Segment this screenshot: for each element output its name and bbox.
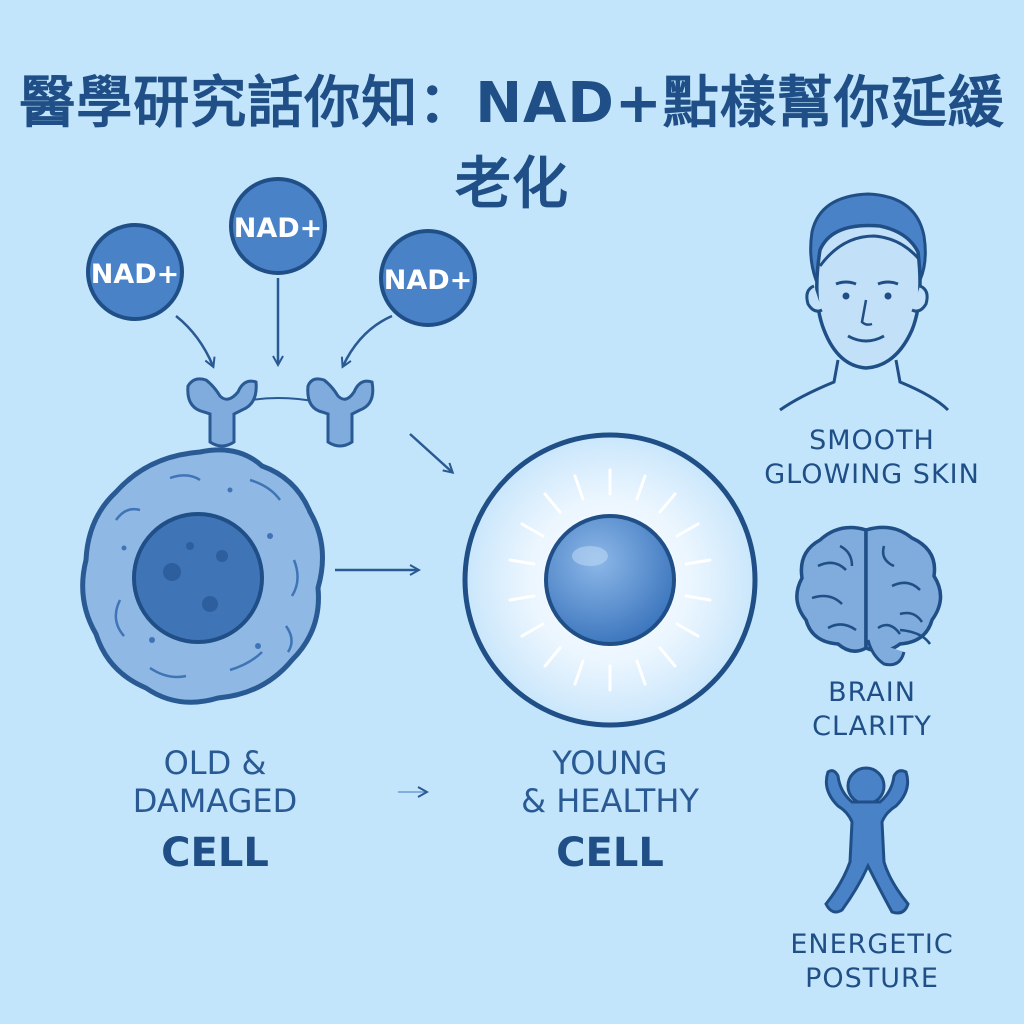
nad-label: NAD+ <box>384 265 473 296</box>
young-healthy-cell <box>462 432 758 728</box>
page-title: 醫學研究話你知：NAD+點樣幫你延緩老化 <box>19 71 1005 217</box>
benefit-brain-line2: CLARITY <box>812 710 932 742</box>
nad-molecule-center: NAD+ <box>229 177 327 275</box>
receptor-left <box>186 377 258 448</box>
benefit-brain-line1: BRAIN <box>828 677 916 708</box>
nad-label: NAD+ <box>91 259 180 290</box>
old-cell-label: OLD & DAMAGED CELL <box>80 744 350 877</box>
glow-rays <box>508 468 712 692</box>
benefit-skin: SMOOTH GLOWING SKIN <box>740 424 1004 492</box>
benefit-brain: BRAIN CLARITY <box>740 676 1004 744</box>
young-cell-label-line1: YOUNG <box>552 744 668 782</box>
face-icon <box>779 192 950 412</box>
benefit-posture-line1: ENERGETIC <box>790 929 954 960</box>
old-cell-label-line1: OLD & <box>163 744 267 782</box>
nad-molecule-right: NAD+ <box>379 229 477 327</box>
brain-icon <box>795 525 943 667</box>
old-damaged-cell <box>80 447 325 705</box>
benefit-skin-line1: SMOOTH <box>809 425 935 456</box>
young-cell-label-line2: & HEALTHY <box>521 782 699 821</box>
nad-label: NAD+ <box>234 213 323 244</box>
receptor-right <box>306 377 375 448</box>
young-cell-label: YOUNG & HEALTHY CELL <box>470 744 750 877</box>
arrow-right-molecule <box>343 314 393 366</box>
benefit-posture: ENERGETIC POSTURE <box>740 928 1004 996</box>
benefit-posture-line2: POSTURE <box>805 962 939 994</box>
figure-icon <box>824 766 910 915</box>
arrow-receptor-to-young <box>409 433 452 472</box>
nad-molecule-left: NAD+ <box>86 223 184 321</box>
old-cell-label-line3: CELL <box>161 829 269 876</box>
benefit-skin-line2: GLOWING SKIN <box>764 458 980 490</box>
arrow-left-molecule <box>175 315 213 366</box>
young-cell-label-line3: CELL <box>556 829 664 876</box>
old-cell-label-line2: DAMAGED <box>132 782 298 821</box>
